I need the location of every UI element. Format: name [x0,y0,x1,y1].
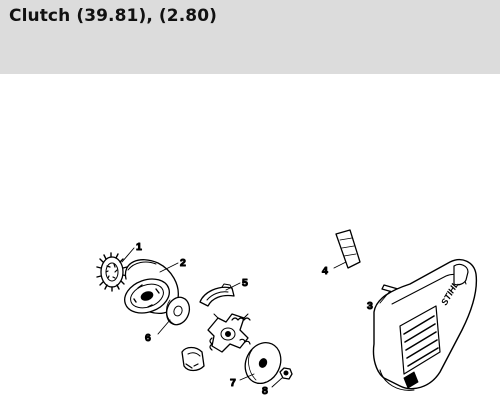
parts-diagram: STIHL 1 2 3 4 5 6 7 8 [0,74,500,416]
sprocket-cover[interactable]: STIHL [372,258,478,391]
part-1-needle-cage[interactable] [96,252,128,292]
page-title: Clutch (39.81), (2.80) [9,6,218,26]
callout-1: 1 [136,241,142,253]
callout-7: 7 [230,377,236,389]
callout-3: 3 [367,300,373,312]
callout-5: 5 [242,277,248,289]
header-bar: Clutch (39.81), (2.80) [0,0,500,74]
clutch-carrier[interactable] [207,313,251,353]
part-5-clutch-shoe[interactable] [199,283,235,307]
callout-6: 6 [145,332,151,344]
part-8-nut[interactable] [279,367,293,380]
part-7-washer[interactable] [239,337,288,389]
exploded-view: STIHL 1 2 3 4 5 6 7 8 [96,229,478,398]
callout-4: 4 [322,265,328,277]
part-2-clutch-drum[interactable] [120,259,179,319]
part-6-washer[interactable] [163,294,193,328]
part-4-guide-plate[interactable] [335,229,361,269]
leader-lines [121,247,391,388]
callout-2: 2 [180,257,186,269]
clutch-shoe-lower[interactable] [181,346,205,372]
callout-8: 8 [262,385,268,397]
